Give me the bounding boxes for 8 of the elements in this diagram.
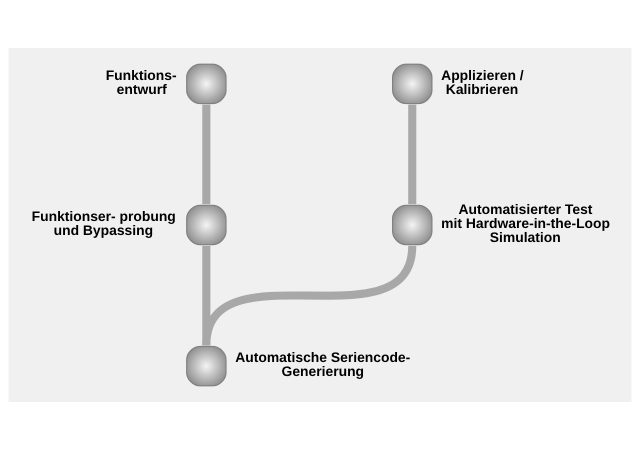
connector xyxy=(202,104,210,204)
connector xyxy=(408,104,416,204)
connector xyxy=(202,244,416,346)
node-label: Automatisierter Test mit Hardware-in-the-Loop Simulation xyxy=(441,200,610,244)
node-label: Funktions- entwurf xyxy=(106,66,177,96)
node-label: Automatische Seriencode- Generierung xyxy=(235,348,410,379)
node-label: Funktionser- probung und Bypassing xyxy=(32,208,176,238)
node-label: Applizieren / Kalibrieren xyxy=(441,66,524,96)
